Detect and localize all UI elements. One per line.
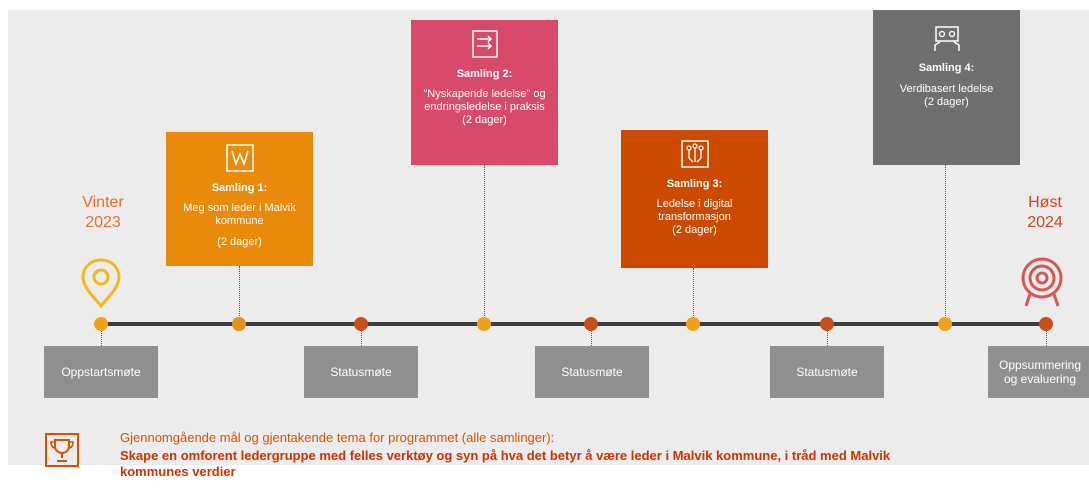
session-4-title: Samling 4: — [918, 62, 975, 74]
footer-intro: Gjennomgående mål og gjentakende tema fo… — [120, 430, 555, 445]
meeting-3-label: Statusmøte — [561, 365, 623, 379]
timeline-dot-status-2 — [584, 317, 598, 331]
meeting-box-2: Statusmøte — [304, 346, 418, 398]
meeting-people-icon — [933, 26, 960, 51]
connector-meeting-5 — [1046, 330, 1047, 346]
meeting-2-label: Statusmøte — [330, 365, 392, 379]
start-season: Vinter — [82, 194, 124, 211]
session-2-title: Samling 2: — [456, 68, 513, 80]
timeline-dot-session-4 — [938, 317, 952, 331]
session-1-duration: (2 dager) — [217, 236, 262, 248]
target-icon — [1021, 257, 1063, 307]
timeline-dot-status-1 — [354, 317, 368, 331]
meeting-1-label: Oppstartsmøte — [61, 365, 141, 379]
timeline-dot-session-1 — [232, 317, 246, 331]
connector-meeting-2 — [361, 330, 362, 346]
brain-idea-icon — [225, 144, 254, 172]
arrows-document-icon — [471, 30, 498, 58]
session-2-description: "Nyskapende ledelse" og endringsledelse … — [423, 88, 546, 113]
meeting-5-label: Oppsummering og evaluering — [998, 358, 1082, 386]
meeting-box-3: Statusmøte — [535, 346, 649, 398]
connector-meeting-4 — [827, 330, 828, 346]
location-pin-icon — [81, 258, 121, 309]
session-2-duration: (2 dager) — [462, 114, 507, 126]
session-card-3: Samling 3: Ledelse i digital transformas… — [621, 130, 768, 268]
connector-meeting-3 — [591, 330, 592, 346]
meeting-box-1: Oppstartsmøte — [44, 346, 158, 398]
end-year: 2024 — [1027, 214, 1063, 231]
connector-session-1 — [239, 266, 240, 318]
timeline-dot-start — [94, 317, 108, 331]
end-season-label: Høst 2024 — [1015, 193, 1075, 233]
start-year: 2023 — [85, 214, 121, 231]
connector-session-3 — [693, 268, 694, 318]
timeline-bar — [100, 322, 1050, 326]
session-3-title: Samling 3: — [666, 178, 723, 190]
circuit-icon — [680, 140, 709, 168]
session-4-description: Verdibasert ledelse — [899, 83, 994, 95]
session-4-duration: (2 dager) — [924, 96, 969, 108]
session-1-description: Meg som leder i Malvik kommune — [183, 202, 296, 227]
session-card-1: Samling 1: Meg som leder i Malvik kommun… — [166, 132, 313, 266]
connector-session-4 — [945, 165, 946, 318]
start-season-label: Vinter 2023 — [68, 193, 138, 233]
timeline-dot-session-3 — [686, 317, 700, 331]
session-3-description: Ledelse i digital transformasjon — [656, 198, 733, 223]
timeline-dot-status-3 — [820, 317, 834, 331]
end-season: Høst — [1028, 194, 1062, 211]
footer-goal: Skape en omforent ledergruppe med felles… — [120, 448, 891, 479]
session-card-4: Samling 4: Verdibasert ledelse (2 dager) — [873, 10, 1020, 165]
meeting-4-label: Statusmøte — [796, 365, 858, 379]
session-1-title: Samling 1: — [211, 182, 268, 194]
timeline-dot-session-2 — [477, 317, 491, 331]
trophy-icon — [45, 433, 79, 467]
meeting-box-5: Oppsummering og evaluering — [988, 346, 1089, 398]
connector-session-2 — [484, 165, 485, 318]
meeting-box-4: Statusmøte — [770, 346, 884, 398]
connector-meeting-1 — [101, 330, 102, 346]
session-card-2: Samling 2: "Nyskapende ledelse" og endri… — [411, 20, 558, 165]
timeline-dot-end — [1039, 317, 1053, 331]
session-3-duration: (2 dager) — [672, 224, 717, 236]
